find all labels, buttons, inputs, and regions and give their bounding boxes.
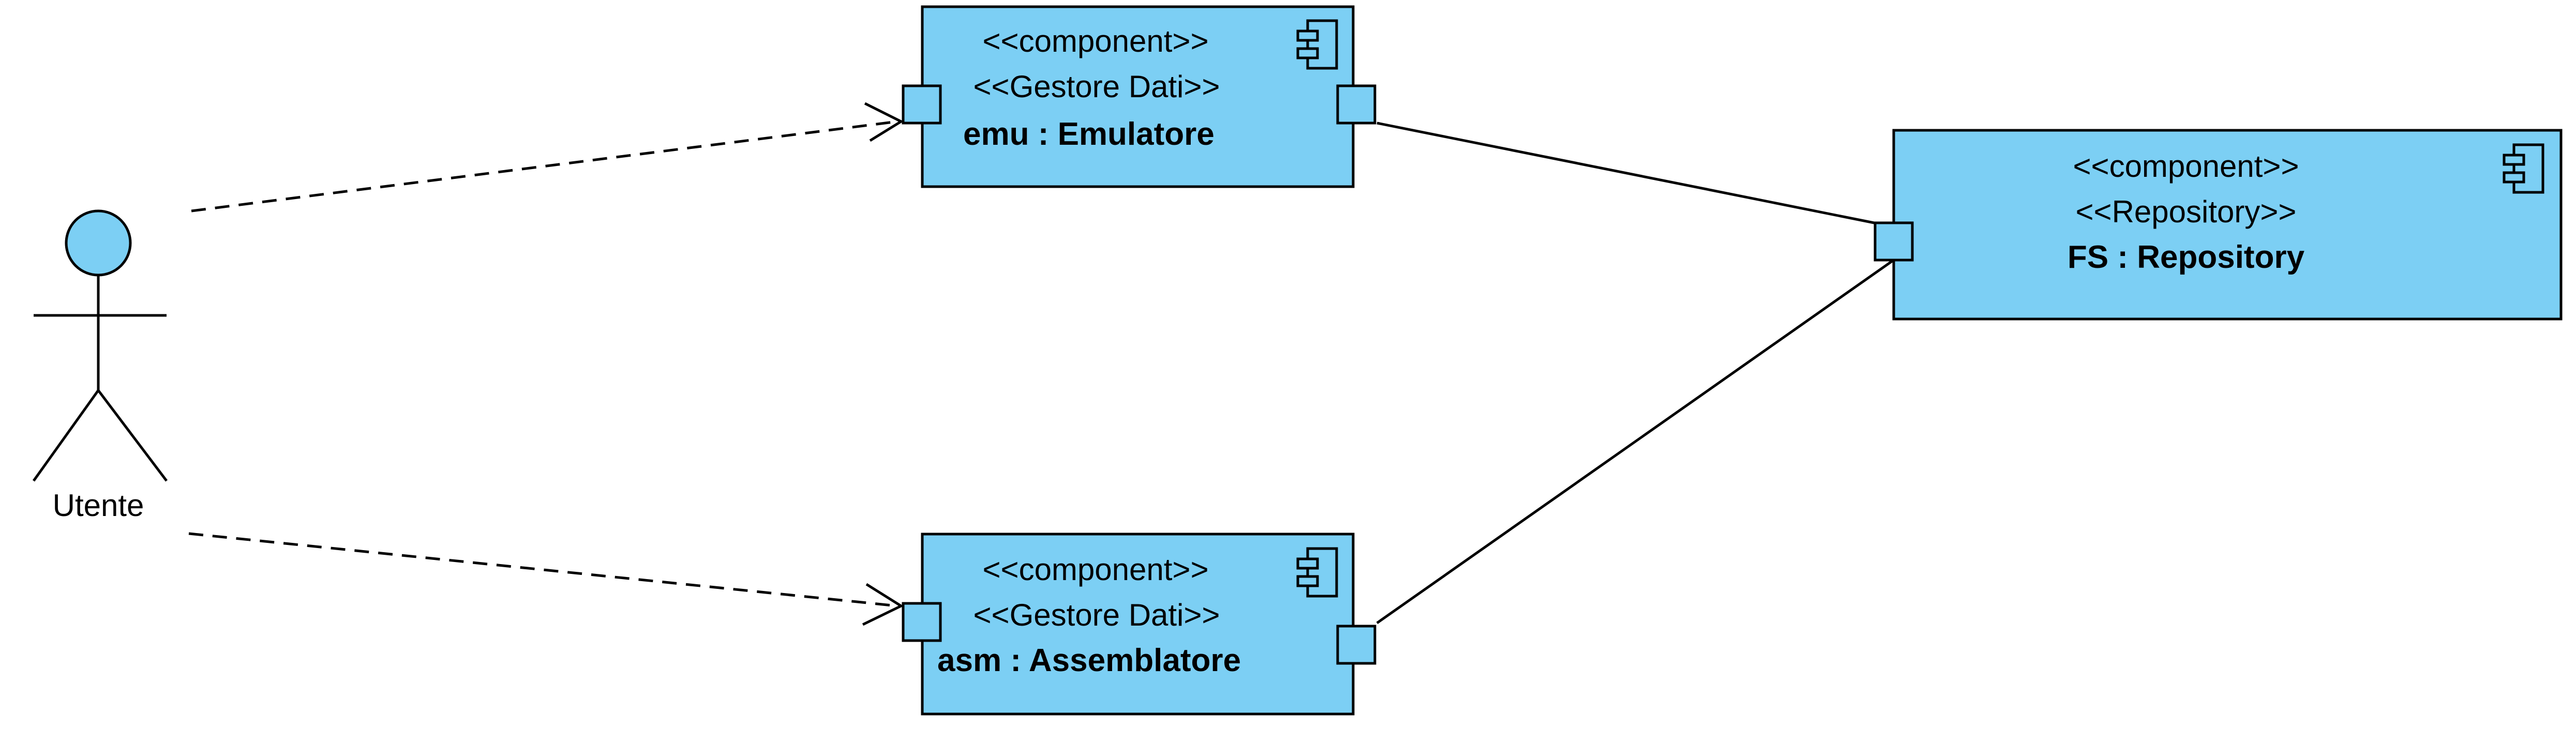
port-left[interactable]: [1874, 221, 1914, 262]
dependency-utente-emu[interactable]: [191, 102, 904, 212]
actor-right-leg: [97, 389, 168, 482]
port-right[interactable]: [1336, 84, 1376, 125]
stereotype-component: <<component>>: [982, 24, 1208, 58]
open-arrowhead-icon: [862, 583, 904, 626]
dependency-utente-asm[interactable]: [188, 532, 904, 626]
stereotype-component: <<component>>: [2073, 149, 2299, 184]
connector-asm-fs[interactable]: [1376, 260, 1893, 625]
stereotype-gestore-dati: <<Gestore Dati>>: [974, 69, 1220, 104]
connector-emu-fs[interactable]: [1376, 122, 1875, 224]
component-fs[interactable]: <<component>> <<Repository>> FS : Reposi…: [1874, 129, 2563, 321]
component-icon: [1296, 19, 1338, 70]
actor-left-leg: [32, 389, 100, 482]
actor-utente[interactable]: Utente: [32, 209, 168, 523]
component-box: [921, 533, 1355, 716]
component-asm[interactable]: <<component>> <<Gestore Dati>> asm : Ass…: [902, 533, 1376, 716]
actor-head: [65, 209, 132, 277]
component-box: [921, 5, 1355, 188]
stereotype-component: <<component>>: [982, 552, 1208, 587]
stereotype-gestore-dati: <<Gestore Dati>>: [974, 598, 1220, 632]
open-arrowhead-icon: [864, 102, 904, 142]
port-left[interactable]: [902, 602, 942, 642]
stereotype-repository: <<Repository>>: [2076, 194, 2297, 229]
component-name: asm : Assemblatore: [937, 643, 1241, 678]
component-name: emu : Emulatore: [963, 116, 1215, 152]
component-box: [1892, 129, 2563, 321]
component-icon: [1296, 547, 1338, 598]
port-left[interactable]: [902, 84, 942, 125]
component-emu[interactable]: <<component>> <<Gestore Dati>> emu : Emu…: [902, 5, 1376, 188]
port-right[interactable]: [1336, 625, 1376, 665]
actor-label: Utente: [53, 488, 144, 523]
component-icon: [2503, 143, 2544, 194]
component-name: FS : Repository: [2068, 239, 2305, 275]
